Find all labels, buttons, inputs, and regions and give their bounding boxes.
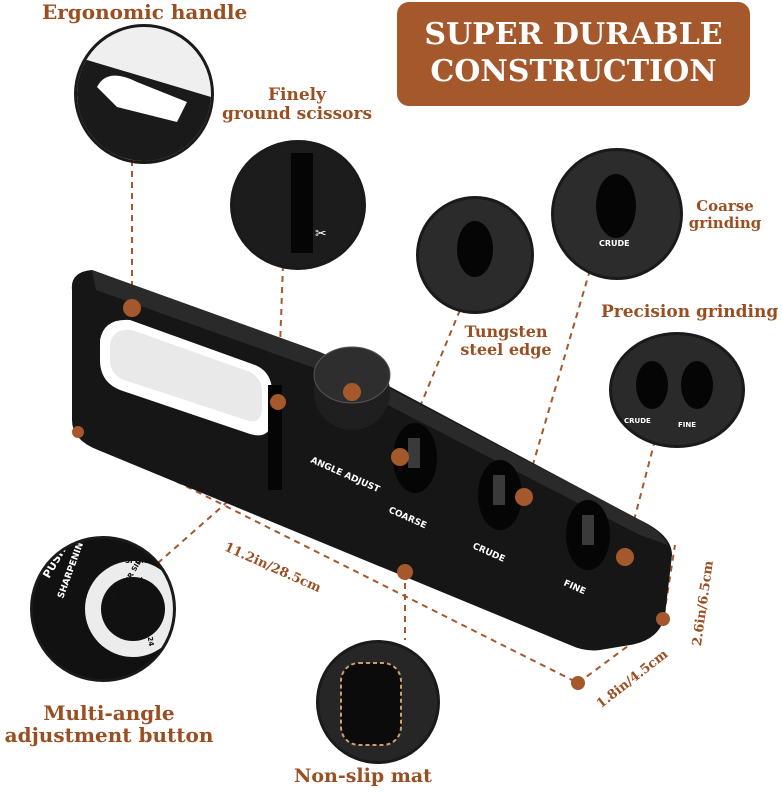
label-tungsten: Tungsten steel edge	[450, 323, 562, 359]
label-scissors-line-2: ground scissors	[221, 104, 373, 125]
zoom-tungsten	[416, 196, 534, 314]
zoom-coarse: CRUDE	[551, 148, 683, 280]
dot-length-end	[571, 676, 585, 690]
dot-width-end	[656, 612, 670, 626]
label-tungsten-line-2: steel edge	[460, 339, 552, 359]
title-banner: SUPER DURABLE CONSTRUCTION	[397, 2, 750, 106]
dot-tungsten	[391, 448, 409, 466]
label-multi-angle-line-1: Multi-angle	[43, 701, 175, 725]
label-non-slip-mat: Non-slip mat	[294, 765, 432, 787]
label-multi-angle-line-2: adjustment button	[4, 723, 214, 748]
callout-line-coarse	[523, 269, 591, 496]
dot-mat	[397, 564, 413, 580]
dot-scissors	[270, 394, 286, 410]
label-multi-angle: Multi-angle adjustment button	[2, 702, 216, 747]
label-coarse-grinding: Coarse grinding	[684, 198, 766, 232]
zoom-non-slip-mat	[316, 640, 440, 764]
zoom-precision-crude-text: CRUDE	[624, 417, 651, 425]
zoom-scissors: ✂	[230, 140, 366, 270]
label-precision-grinding: Precision grinding	[601, 302, 779, 322]
label-coarse-line-2: grinding	[688, 213, 762, 232]
label-coarse-line-1: Coarse	[696, 197, 754, 215]
sharpener-body	[71, 270, 673, 690]
callout-line-tungsten	[399, 309, 461, 456]
zoom-precision-fine-text: FINE	[678, 421, 696, 429]
zoom-precision: CRUDE FINE	[609, 332, 745, 448]
label-scissors-line-1: Finely	[267, 85, 327, 105]
zoom-dial: PUSH TO TURN SHARPENING ANGLE DEGREES PE…	[30, 536, 176, 682]
zoom-handle	[74, 24, 214, 164]
dot-coarse	[515, 488, 533, 506]
svg-text:✂: ✂	[315, 226, 327, 242]
banner-line-1: SUPER DURABLE	[424, 17, 723, 53]
dot-length-start	[72, 426, 84, 438]
dot-precision	[616, 548, 634, 566]
banner-line-2: CONSTRUCTION	[430, 54, 717, 89]
sport-text: SPORT	[125, 557, 151, 565]
label-tungsten-line-1: Tungsten	[464, 322, 548, 341]
kitchen-text: KITCHEN	[119, 658, 154, 666]
label-ergonomic-handle: Ergonomic handle	[42, 0, 248, 24]
dot-handle	[123, 299, 141, 317]
dot-dial	[343, 383, 361, 401]
label-scissors: Finely ground scissors	[212, 85, 382, 125]
zoom-coarse-crude-text: CRUDE	[599, 239, 630, 248]
